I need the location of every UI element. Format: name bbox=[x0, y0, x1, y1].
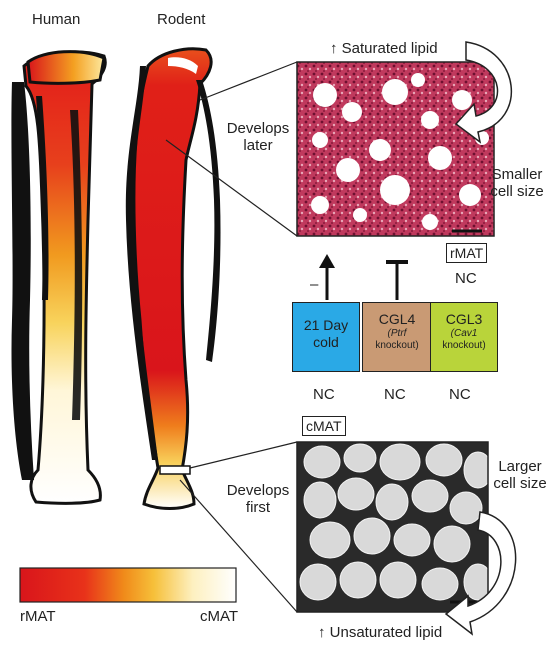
nc-cold-label: NC bbox=[313, 386, 335, 403]
legend-rmat-label: rMAT bbox=[20, 608, 56, 625]
human-bone bbox=[11, 52, 105, 504]
rmat-tag: rMAT bbox=[446, 243, 487, 263]
nc-cgl4-label: NC bbox=[384, 386, 406, 403]
cmat-histology bbox=[297, 442, 492, 612]
condition-cold-box: 21 Day cold bbox=[292, 302, 360, 372]
smaller-cell-size-label: Smaller cell size bbox=[484, 166, 550, 200]
nc-top-label: NC bbox=[455, 270, 477, 287]
human-label: Human bbox=[32, 11, 80, 28]
cmat-tag: cMAT bbox=[302, 416, 346, 436]
minus-label: – bbox=[310, 276, 318, 293]
rmat-histology bbox=[297, 62, 494, 236]
condition-cgl4-box: CGL4 (Ptrf knockout) bbox=[362, 302, 432, 372]
condition-cgl3-box: CGL3 (Cav1 knockout) bbox=[430, 302, 498, 372]
legend-gradient-bar bbox=[20, 568, 236, 602]
inhibit-line bbox=[386, 262, 408, 300]
develops-later-label: Develops later bbox=[222, 120, 294, 154]
nc-cgl3-label: NC bbox=[449, 386, 471, 403]
cold-arrow bbox=[319, 254, 335, 300]
rodent-bone bbox=[126, 49, 221, 509]
rodent-label: Rodent bbox=[157, 11, 205, 28]
larger-cell-size-label: Larger cell size bbox=[488, 458, 552, 492]
develops-first-label: Develops first bbox=[222, 482, 294, 516]
unsaturated-lipid-label: ↑ Unsaturated lipid bbox=[318, 624, 442, 641]
saturated-lipid-label: ↑ Saturated lipid bbox=[330, 40, 438, 57]
legend-cmat-label: cMAT bbox=[200, 608, 238, 625]
